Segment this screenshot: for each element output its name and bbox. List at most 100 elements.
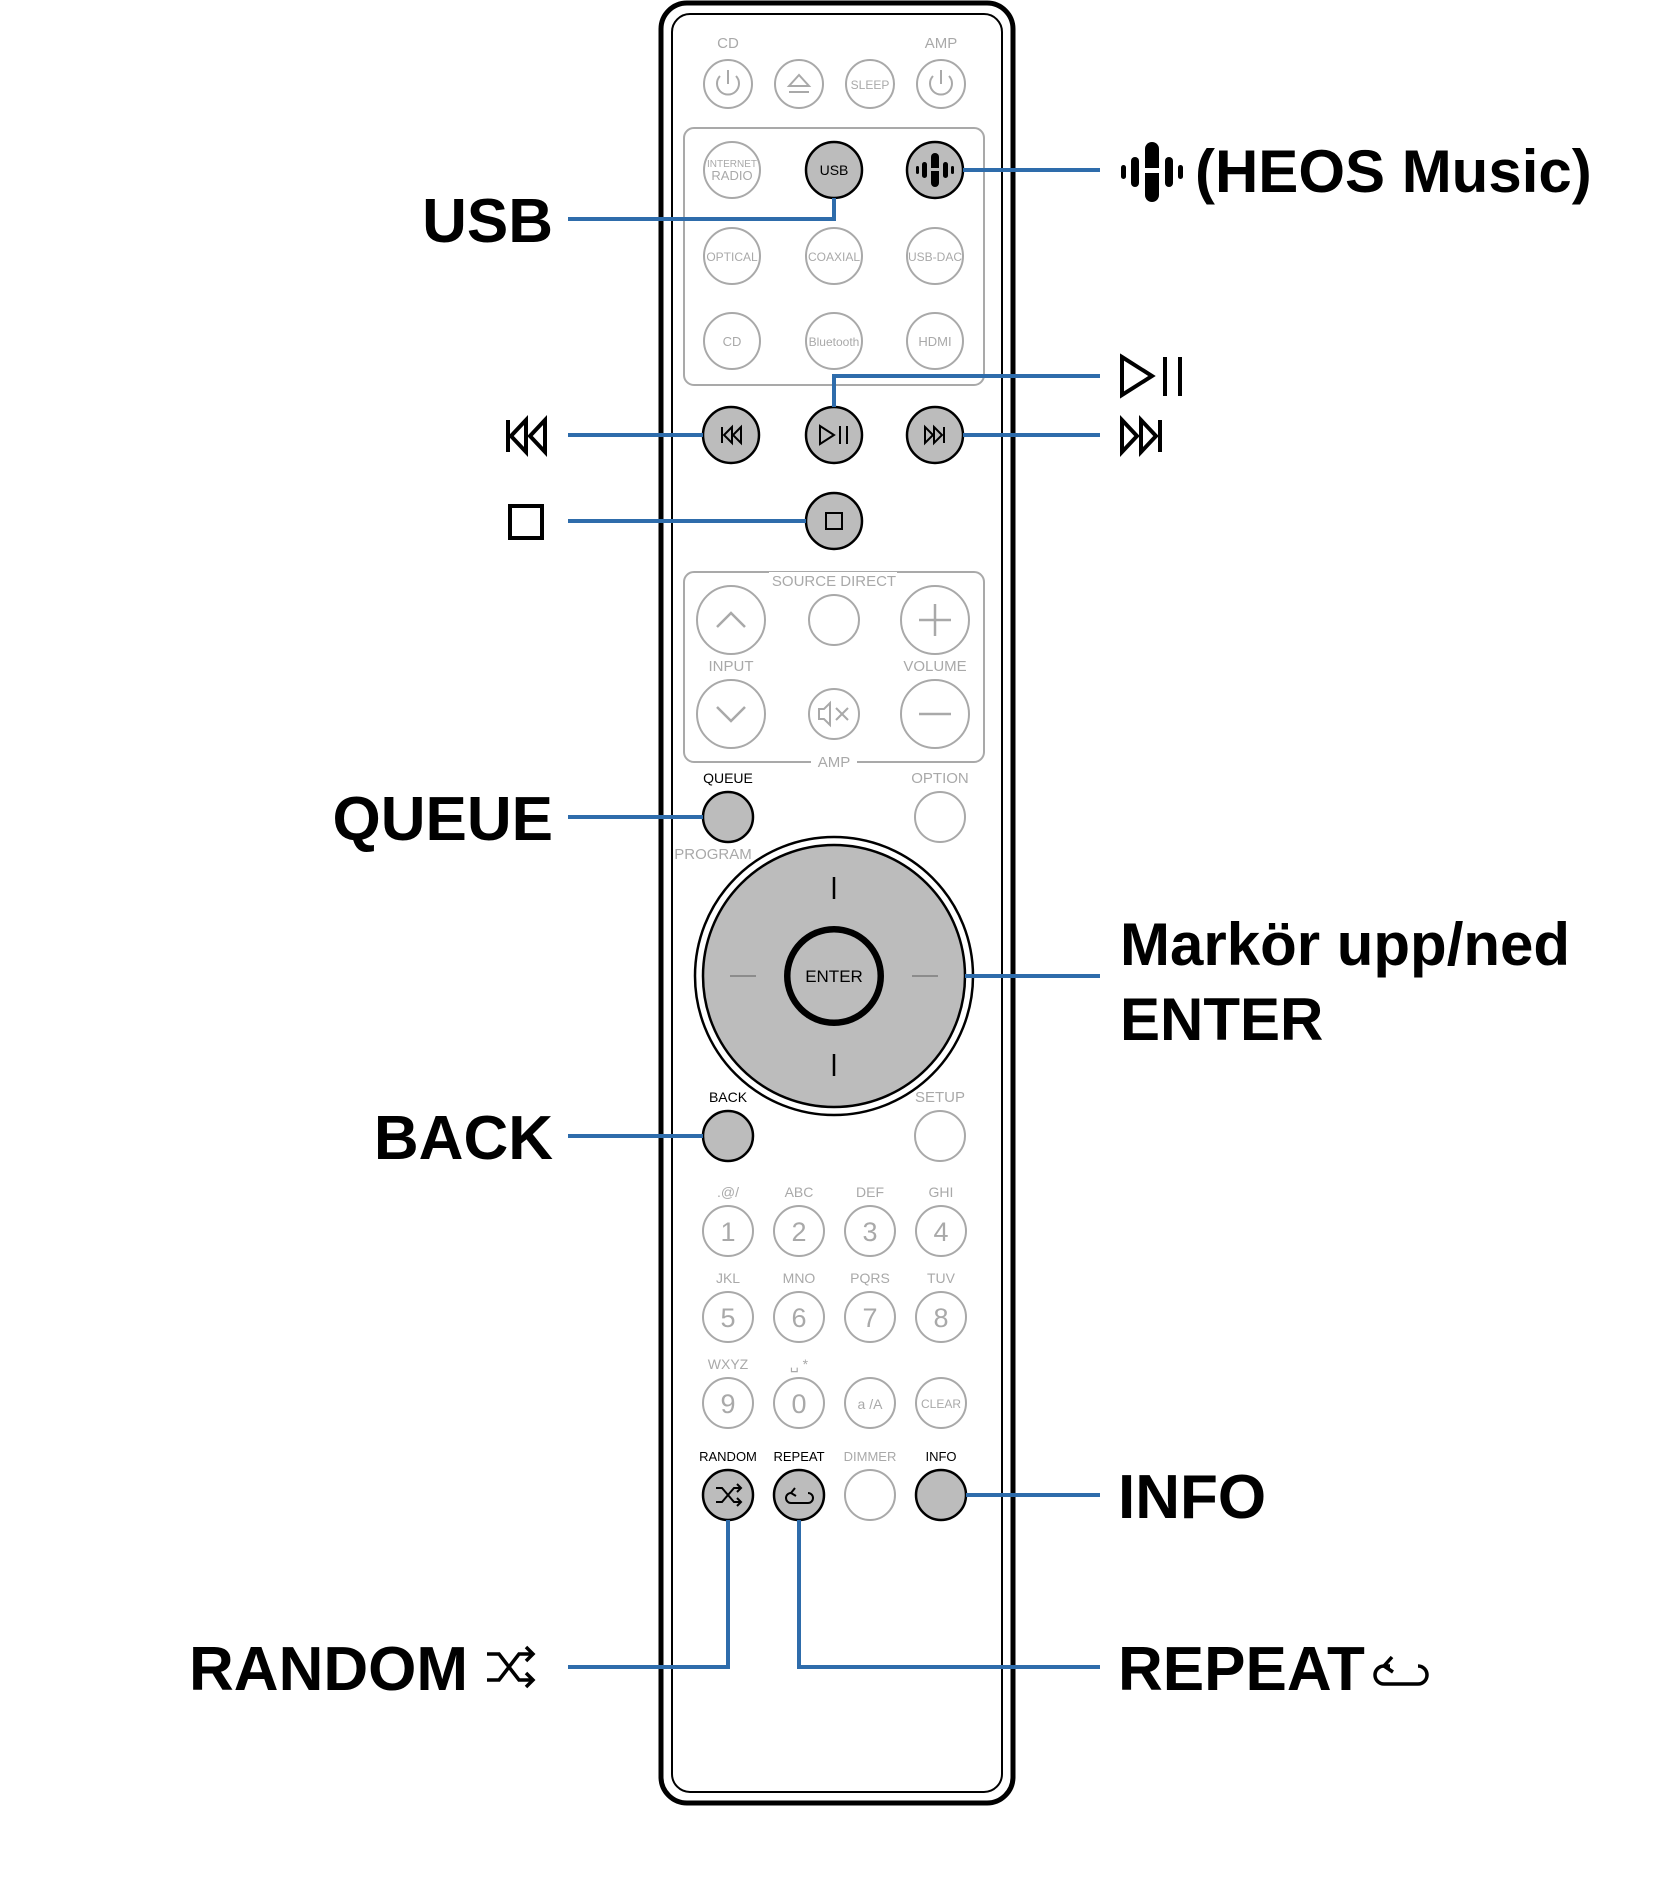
repeat-leader-line bbox=[797, 1520, 1100, 1669]
repeat-button[interactable] bbox=[772, 1468, 826, 1522]
key-0-letters: ␣ * bbox=[790, 1356, 809, 1373]
mute-icon bbox=[818, 700, 849, 728]
setup-button[interactable] bbox=[914, 1110, 966, 1162]
clear-button[interactable]: CLEAR bbox=[915, 1377, 967, 1429]
key-2-digit: 2 bbox=[791, 1217, 806, 1247]
power-icon bbox=[716, 70, 740, 96]
key-4-button[interactable]: 4 bbox=[915, 1205, 967, 1257]
random-callout: RANDOM bbox=[189, 1635, 468, 1704]
key-9-button[interactable]: 9 bbox=[702, 1377, 754, 1429]
cd-power-button[interactable] bbox=[703, 59, 753, 109]
next-callout-icon bbox=[1120, 414, 1162, 458]
stop-callout-icon bbox=[508, 504, 544, 540]
back-button[interactable] bbox=[701, 1109, 755, 1163]
internet-radio-label-2: RADIO bbox=[711, 168, 752, 183]
source-direct-button[interactable] bbox=[808, 594, 860, 646]
hdmi-button[interactable]: HDMI bbox=[906, 312, 964, 370]
mute-button[interactable] bbox=[808, 688, 860, 740]
sleep-label: SLEEP bbox=[851, 78, 890, 92]
volume-up-button[interactable] bbox=[900, 585, 970, 655]
key-5-digit: 5 bbox=[720, 1303, 735, 1333]
power-icon bbox=[929, 70, 953, 96]
play-pause-button[interactable] bbox=[804, 405, 864, 465]
stop-icon bbox=[825, 512, 843, 530]
plus-icon bbox=[919, 604, 951, 636]
bluetooth-button[interactable]: Bluetooth bbox=[805, 312, 863, 370]
info-button[interactable] bbox=[914, 1468, 968, 1522]
usb-button[interactable]: USB bbox=[804, 140, 864, 200]
eject-icon bbox=[786, 73, 812, 93]
stop-button[interactable] bbox=[804, 491, 864, 551]
previous-button[interactable] bbox=[701, 405, 761, 465]
key-6-letters: MNO bbox=[783, 1270, 816, 1286]
play-pause-leader-line bbox=[832, 374, 1100, 407]
key-8-digit: 8 bbox=[933, 1303, 948, 1333]
dimmer-button[interactable] bbox=[844, 1469, 896, 1521]
key-0-button[interactable]: 0 bbox=[773, 1377, 825, 1429]
usb-dac-button[interactable]: USB-DAC bbox=[906, 227, 964, 285]
internet-radio-button[interactable]: INTERNET RADIO bbox=[703, 141, 761, 199]
case-toggle-button[interactable]: a /A bbox=[844, 1377, 896, 1429]
remote-inner-outline bbox=[671, 13, 1003, 1793]
sleep-button[interactable]: SLEEP bbox=[845, 59, 895, 109]
play-pause-callout-icon bbox=[1120, 353, 1182, 399]
key-2-button[interactable]: 2 bbox=[773, 1205, 825, 1257]
skip-forward-icon bbox=[924, 424, 945, 446]
key-6-digit: 6 bbox=[791, 1303, 806, 1333]
coaxial-label: COAXIAL bbox=[808, 250, 860, 264]
key-1-button[interactable]: 1 bbox=[702, 1205, 754, 1257]
leader-lines bbox=[568, 168, 1100, 1669]
cd-power-label: CD bbox=[717, 35, 739, 52]
key-9-letters: WXYZ bbox=[708, 1356, 749, 1372]
bluetooth-label: Bluetooth bbox=[809, 335, 860, 349]
back-button-label: BACK bbox=[709, 1089, 748, 1105]
volume-down-button[interactable] bbox=[900, 679, 970, 749]
key-6-button[interactable]: 6 bbox=[773, 1291, 825, 1343]
next-button[interactable] bbox=[905, 405, 965, 465]
key-5-button[interactable]: 5 bbox=[702, 1291, 754, 1343]
heos-button[interactable] bbox=[905, 140, 965, 200]
key-3-button[interactable]: 3 bbox=[844, 1205, 896, 1257]
key-0-digit: 0 bbox=[791, 1389, 806, 1419]
option-button[interactable] bbox=[914, 791, 966, 843]
previous-callout-icon bbox=[506, 414, 547, 458]
key-7-digit: 7 bbox=[862, 1303, 877, 1333]
case-toggle-label: a /A bbox=[858, 1396, 884, 1412]
optical-button[interactable]: OPTICAL bbox=[703, 227, 761, 285]
queue-button[interactable] bbox=[701, 790, 755, 844]
amp-power-button[interactable] bbox=[916, 59, 966, 109]
key-7-button[interactable]: 7 bbox=[844, 1291, 896, 1343]
internet-radio-label-1: INTERNET bbox=[707, 159, 757, 170]
repeat-button-label: REPEAT bbox=[773, 1449, 824, 1464]
eject-button[interactable] bbox=[774, 59, 824, 109]
coaxial-button[interactable]: COAXIAL bbox=[805, 227, 863, 285]
enter-button[interactable]: ENTER bbox=[784, 926, 884, 1026]
repeat-callout-icon bbox=[1373, 1655, 1429, 1686]
key-8-button[interactable]: 8 bbox=[915, 1291, 967, 1343]
heos-callout: (HEOS Music) bbox=[1195, 138, 1592, 205]
key-7-letters: PQRS bbox=[850, 1270, 890, 1286]
input-down-button[interactable] bbox=[696, 679, 766, 749]
option-button-label: OPTION bbox=[911, 770, 969, 787]
amp-power-label: AMP bbox=[925, 35, 958, 52]
enter-button-label: ENTER bbox=[805, 967, 863, 986]
usb-leader-line bbox=[568, 198, 836, 221]
dimmer-button-label: DIMMER bbox=[844, 1449, 897, 1464]
key-5-letters: JKL bbox=[716, 1270, 740, 1286]
key-4-digit: 4 bbox=[933, 1217, 948, 1247]
usb-button-label: USB bbox=[820, 162, 849, 178]
random-button-label: RANDOM bbox=[699, 1449, 757, 1464]
key-2-letters: ABC bbox=[785, 1184, 814, 1200]
key-3-letters: DEF bbox=[856, 1184, 884, 1200]
usb-callout: USB bbox=[422, 187, 553, 256]
random-button[interactable] bbox=[701, 1468, 755, 1522]
repeat-icon bbox=[785, 1487, 814, 1504]
optical-label: OPTICAL bbox=[706, 250, 758, 264]
heos-callout-icon bbox=[1121, 142, 1183, 202]
cd-button[interactable]: CD bbox=[703, 312, 761, 370]
chevron-up-icon bbox=[716, 611, 746, 628]
enter-callout: ENTER bbox=[1120, 986, 1323, 1053]
input-up-button[interactable] bbox=[696, 585, 766, 655]
usb-dac-label: USB-DAC bbox=[908, 250, 962, 264]
